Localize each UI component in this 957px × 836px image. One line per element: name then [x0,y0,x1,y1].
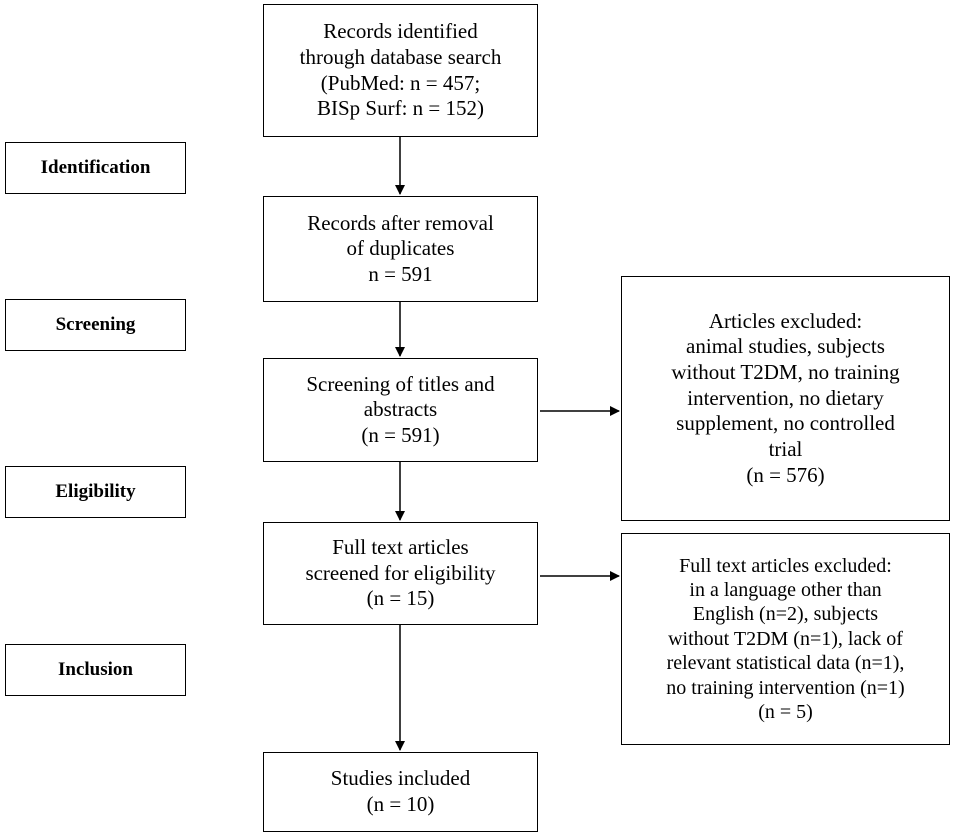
text-line: without T2DM (n=1), lack of [668,627,903,650]
text-line: (n = 15) [366,586,435,611]
stage-screening-label: Screening [55,314,136,336]
text-line: (n = 576) [746,462,825,487]
text-line: n = 591 [368,261,433,286]
text-line: Studies included [330,766,471,791]
text-line: animal studies, subjects [686,334,885,359]
stage-identification: Identification [5,142,186,194]
text-line: Screening of titles and [306,371,495,396]
text-line: through database search [299,44,502,69]
text-line: Records identified [323,19,478,44]
text-line: of duplicates [346,236,455,261]
text-line: (n = 591) [361,422,440,447]
box-records-identified: Records identified through database sear… [263,4,538,137]
box-articles-excluded: Articles excluded: animal studies, subje… [621,276,950,521]
text-line: in a language other than [689,579,882,602]
text-line: abstracts [363,397,438,422]
text-line: (n = 10) [366,792,435,816]
text-line: (PubMed: n = 457; [320,70,481,95]
text-line: Full text articles excluded: [679,554,892,577]
stage-identification-label: Identification [40,157,151,179]
box-full-text-screened: Full text articles screened for eligibil… [263,522,538,625]
text-line: screened for eligibility [305,560,496,585]
text-line: intervention, no dietary [687,385,884,410]
text-line: supplement, no controlled [676,411,895,436]
text-line: without T2DM, no training [671,360,900,385]
text-line: trial [768,436,803,461]
box-studies-included: Studies included (n = 10) [263,752,538,832]
text-line: Records after removal [307,210,494,235]
text-line: relevant statistical data (n=1), [666,652,905,675]
stage-screening: Screening [5,299,186,351]
stage-inclusion-label: Inclusion [58,659,133,681]
text-line: English (n=2), subjects [692,603,879,626]
text-line: Full text articles [332,535,469,560]
text-line: (n = 5) [758,700,813,723]
text-line: BISp Surf: n = 152) [316,96,484,121]
stage-inclusion: Inclusion [5,644,186,696]
text-line: no training intervention (n=1) [666,676,905,699]
box-after-duplicates: Records after removal of duplicates n = … [263,196,538,302]
text-line: Articles excluded: [708,308,863,333]
box-screening-titles: Screening of titles and abstracts (n = 5… [263,358,538,462]
stage-eligibility-label: Eligibility [55,481,136,503]
stage-eligibility: Eligibility [5,466,186,518]
box-full-text-excluded: Full text articles excluded: in a langua… [621,533,950,745]
